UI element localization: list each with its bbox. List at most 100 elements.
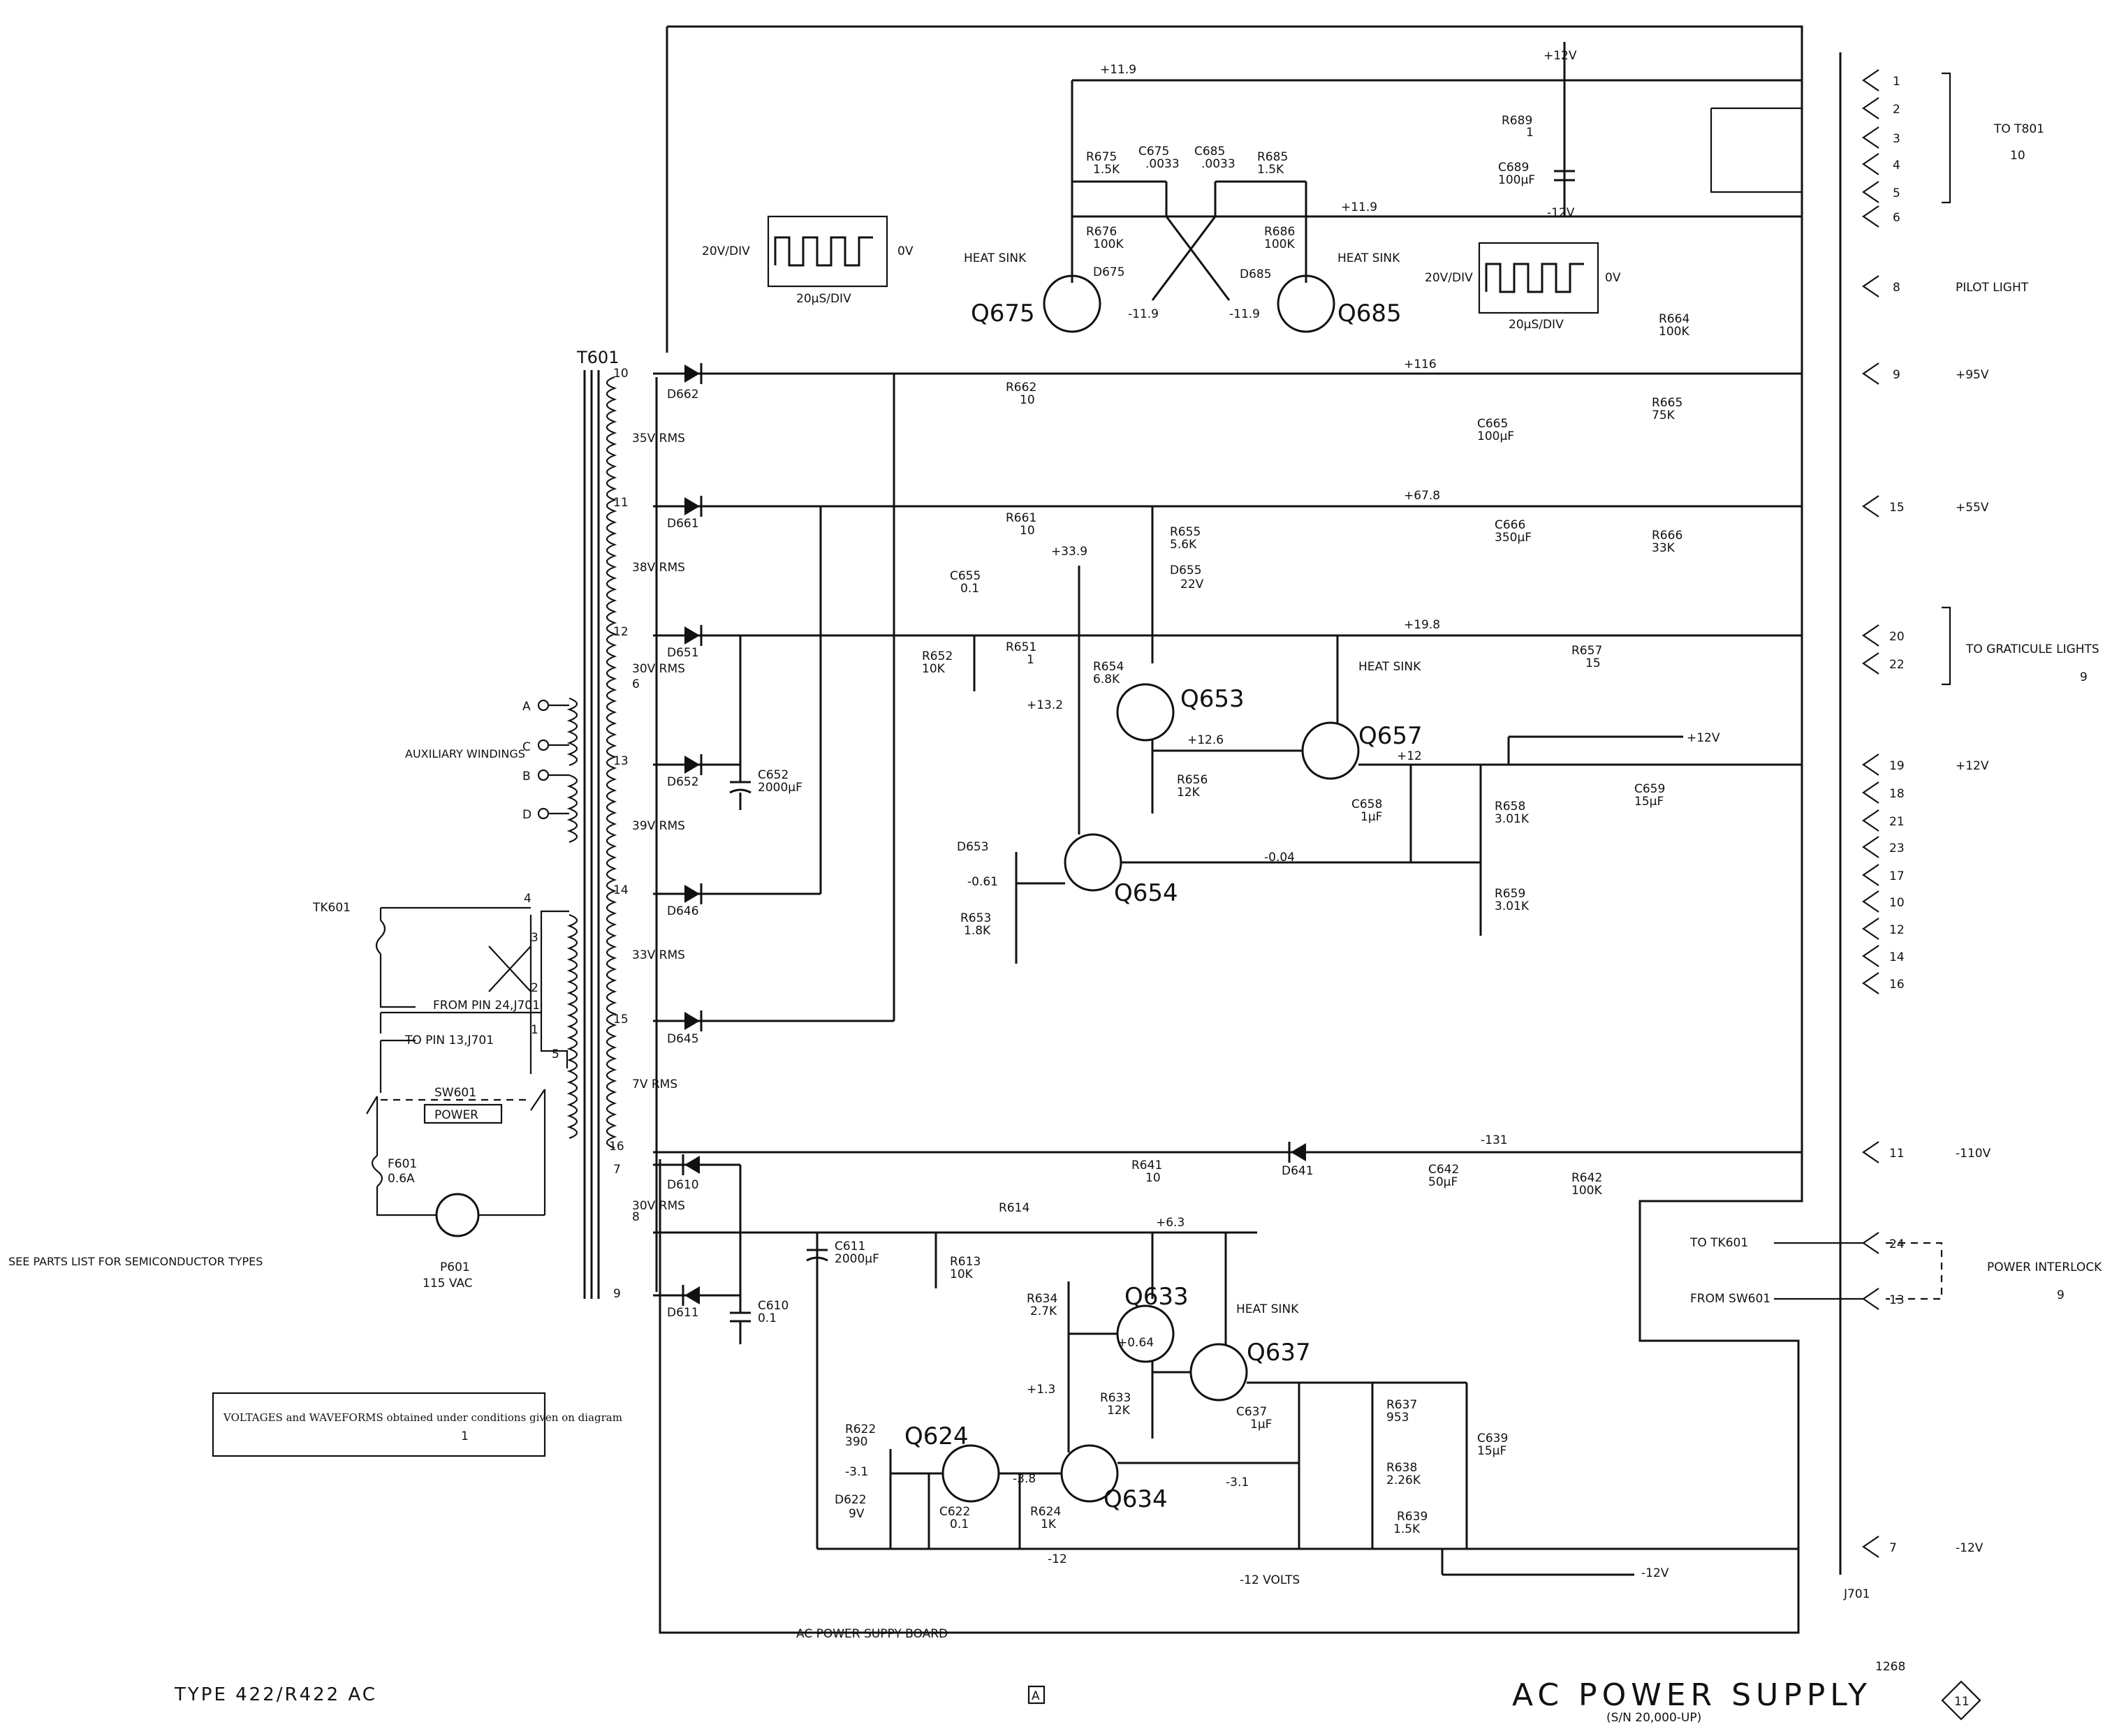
r622-ref: R622 — [845, 1422, 876, 1436]
tap-13: 13 — [613, 754, 629, 768]
rms-38v: 38V RMS — [632, 561, 685, 575]
c675-ref: C675 — [1138, 145, 1169, 159]
c652-label: 2000μF — [758, 781, 802, 795]
v-119m-b: -11.9 — [1229, 307, 1260, 321]
r676-value: 100K — [1093, 237, 1124, 251]
r651-ref: R651 — [1006, 640, 1036, 654]
r634-value: 2.7K — [1030, 1304, 1057, 1318]
aux-label: AUXILIARY WINDINGS — [405, 747, 525, 760]
j-pin-22: 22 — [1889, 658, 1905, 672]
f601-value: 0.6A — [388, 1172, 415, 1186]
d651-label: D651 — [667, 646, 699, 660]
pin-1: 1 — [531, 1023, 538, 1037]
d610-label: D610 — [667, 1178, 699, 1192]
r659-ref: R659 — [1495, 887, 1525, 901]
page-subtitle: (S/N 20,000-UP) — [1606, 1711, 1701, 1725]
heat-sink-1: HEAT SINK — [964, 251, 1027, 265]
tap-15: 15 — [613, 1013, 629, 1027]
c685-ref: C685 — [1194, 145, 1225, 159]
pin-2: 2 — [531, 981, 538, 995]
j-pin-13: 13 — [1889, 1293, 1905, 1307]
r655-ref: R655 — [1170, 525, 1201, 539]
c689-ref: C689 — [1498, 161, 1529, 175]
j-pin-6: 6 — [1893, 211, 1900, 225]
r665-ref: R665 — [1652, 396, 1682, 410]
tap-7: 7 — [613, 1163, 621, 1177]
c666-ref: C666 — [1495, 518, 1525, 532]
to-t801: TO T801 — [1993, 122, 2044, 136]
adj-label: -12 VOLTS — [1240, 1573, 1300, 1587]
j-pin-9: 9 — [1893, 368, 1900, 382]
c610-ref: C610 — [758, 1299, 789, 1313]
tap-9: 9 — [613, 1287, 621, 1301]
rails — [653, 372, 1802, 1550]
title-number: 11 — [1954, 1695, 1970, 1709]
r622-value: 390 — [845, 1435, 867, 1449]
r662-label: R662 — [1006, 381, 1036, 395]
j-pin-23: 23 — [1889, 841, 1905, 855]
r661-value: 10 — [1020, 524, 1035, 538]
v-119: +11.9 — [1100, 63, 1136, 77]
tap-10: 10 — [613, 367, 629, 381]
d652-label: D652 — [667, 775, 699, 789]
r666-value: 33K — [1652, 541, 1676, 555]
r624-ref: R624 — [1030, 1505, 1061, 1519]
r664-value: 100K — [1659, 325, 1689, 339]
sig-12v: +12V — [1956, 759, 1989, 773]
date-code: 1268 — [1875, 1660, 1905, 1674]
pin-3: 3 — [531, 931, 538, 945]
r689-value: 1 — [1526, 126, 1534, 140]
sig-pilot: PILOT LIGHT — [1956, 281, 2029, 295]
q634-label: Q634 — [1104, 1485, 1168, 1513]
multivibrator — [1043, 42, 1802, 333]
rms-7v: 7V RMS — [632, 1077, 677, 1091]
v-m31b: -3.1 — [1226, 1476, 1249, 1489]
v-m12: -12 — [1048, 1552, 1067, 1566]
c652-ref: C652 — [758, 768, 789, 782]
r651-value: 1 — [1027, 653, 1034, 667]
r676-ref: R676 — [1086, 225, 1117, 239]
d622-value: 9V — [849, 1507, 865, 1521]
wf1-vdiv: 20V/DIV — [702, 244, 750, 258]
c665-ref: C665 — [1477, 417, 1508, 431]
d675-label: D675 — [1093, 265, 1125, 279]
v-119b: +11.9 — [1341, 200, 1377, 214]
grat-bracket — [1942, 606, 1951, 686]
r642-value: 100K — [1571, 1184, 1602, 1198]
r637-ref: R637 — [1386, 1398, 1417, 1412]
rms-30v-b: 30V RMS — [632, 1199, 685, 1213]
c665-value: 100μF — [1477, 429, 1514, 443]
c639-ref: C639 — [1477, 1432, 1508, 1446]
r653-value: 1.8K — [964, 924, 991, 938]
r685-value: 1.5K — [1257, 163, 1284, 177]
r686-ref: R686 — [1264, 225, 1295, 239]
r665-value: 75K — [1652, 409, 1676, 422]
neg12-regulator — [889, 1233, 1634, 1576]
d685-label: D685 — [1240, 267, 1272, 281]
c637-value: 1μF — [1250, 1418, 1272, 1432]
pin-4: 4 — [524, 892, 531, 906]
voltages-note-box — [212, 1392, 546, 1457]
r675-value: 1.5K — [1093, 163, 1120, 177]
j-pin-19: 19 — [1889, 759, 1905, 773]
wf1-zero: 0V — [897, 244, 914, 258]
tap-6: 6 — [632, 677, 640, 691]
c610-label: 0.1 — [758, 1311, 777, 1325]
d655-value: 22V — [1180, 578, 1204, 591]
r685-ref: R685 — [1257, 150, 1288, 164]
v-m131: -131 — [1481, 1133, 1508, 1147]
d655-label: D655 — [1170, 564, 1202, 578]
j-pin-1: 1 — [1893, 75, 1900, 89]
r641-value: 10 — [1145, 1171, 1161, 1185]
j-pin-8: 8 — [1893, 281, 1900, 295]
f601-label: F601 — [388, 1157, 417, 1171]
transformer-t601 — [566, 370, 617, 1299]
r657-value: 15 — [1585, 656, 1601, 670]
grat-ref: 9 — [2080, 670, 2088, 684]
wf2-vdiv: 20V/DIV — [1425, 271, 1473, 285]
r639-value: 1.5K — [1393, 1522, 1421, 1536]
r613-ref: R613 — [950, 1255, 981, 1269]
c622-ref: C622 — [939, 1505, 970, 1519]
p601-value: 115 VAC — [423, 1277, 473, 1290]
